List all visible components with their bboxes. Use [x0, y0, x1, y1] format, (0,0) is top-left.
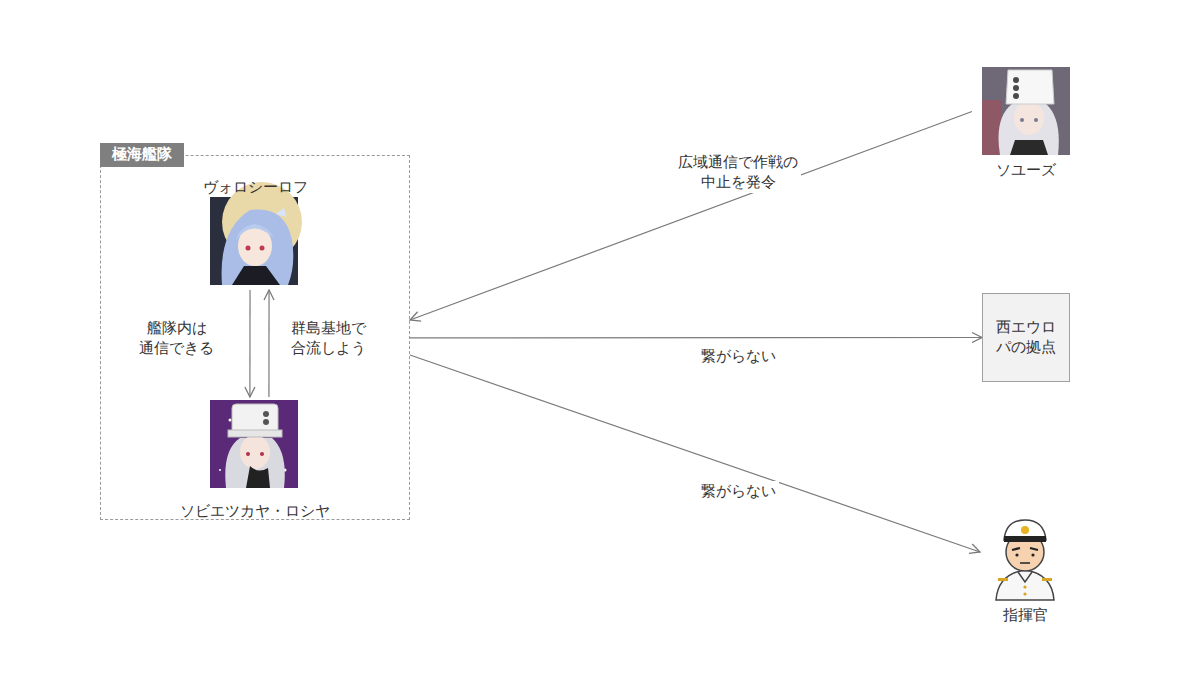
connector-arrow — [410, 337, 982, 339]
connector-arrow — [410, 355, 980, 552]
actor-node: ソビエツカヤ・ロシヤ — [170, 397, 340, 521]
edge-label: 艦隊内は 通信できる — [136, 318, 217, 359]
actor-node: ヴォロシーロフ — [201, 178, 309, 290]
edge-label: 広域通信で作戦の 中止を発令 — [675, 152, 801, 193]
avatar-sovetskaya-rossiya — [210, 400, 298, 488]
edge-label: 群島基地で 合流しよう — [288, 318, 369, 359]
actor-node: 指揮官 — [980, 515, 1070, 625]
group-tab: 極海艦隊 — [100, 143, 184, 167]
actor-name: ヴォロシーロフ — [201, 178, 309, 198]
box-label: 西エウロ パの拠点 — [996, 318, 1056, 357]
actor-name: ソビエツカヤ・ロシヤ — [170, 502, 340, 522]
edge-label: 繋がらない — [698, 481, 779, 503]
avatar-voroshilov — [210, 182, 302, 285]
base-box: 西エウロ パの拠点 — [982, 293, 1070, 382]
commander-icon — [996, 520, 1054, 600]
edge-label: 繋がらない — [698, 346, 779, 368]
connector-arrow — [268, 290, 269, 397]
actor-node: ソユーズ — [972, 62, 1080, 180]
connector-arrow — [410, 112, 972, 320]
avatar-soyuz — [982, 67, 1070, 155]
actor-name: 指揮官 — [980, 606, 1070, 626]
actor-name: ソユーズ — [972, 161, 1080, 181]
connector-arrow — [249, 290, 250, 397]
